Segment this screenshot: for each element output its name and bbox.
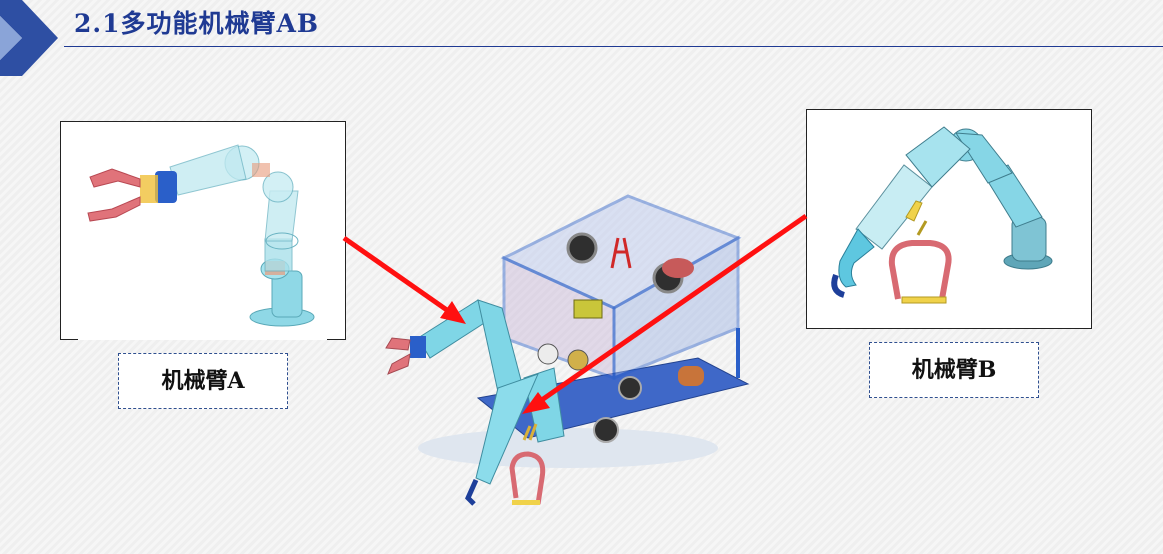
page-title: 2.1多功能机械臂AB [74,9,320,38]
title-divider [64,46,1163,47]
robot-vehicle-illustration [385,194,750,506]
panel-a-corner-left [60,339,78,340]
panel-a-corner-right [327,339,345,340]
arm-a-label: 机械臂A [118,353,288,409]
arm-a-illustration [87,144,315,327]
arm-b-illustration [831,126,1053,304]
chevron-right-icon [0,0,58,76]
arm-b-label: 机械臂B [869,342,1039,398]
